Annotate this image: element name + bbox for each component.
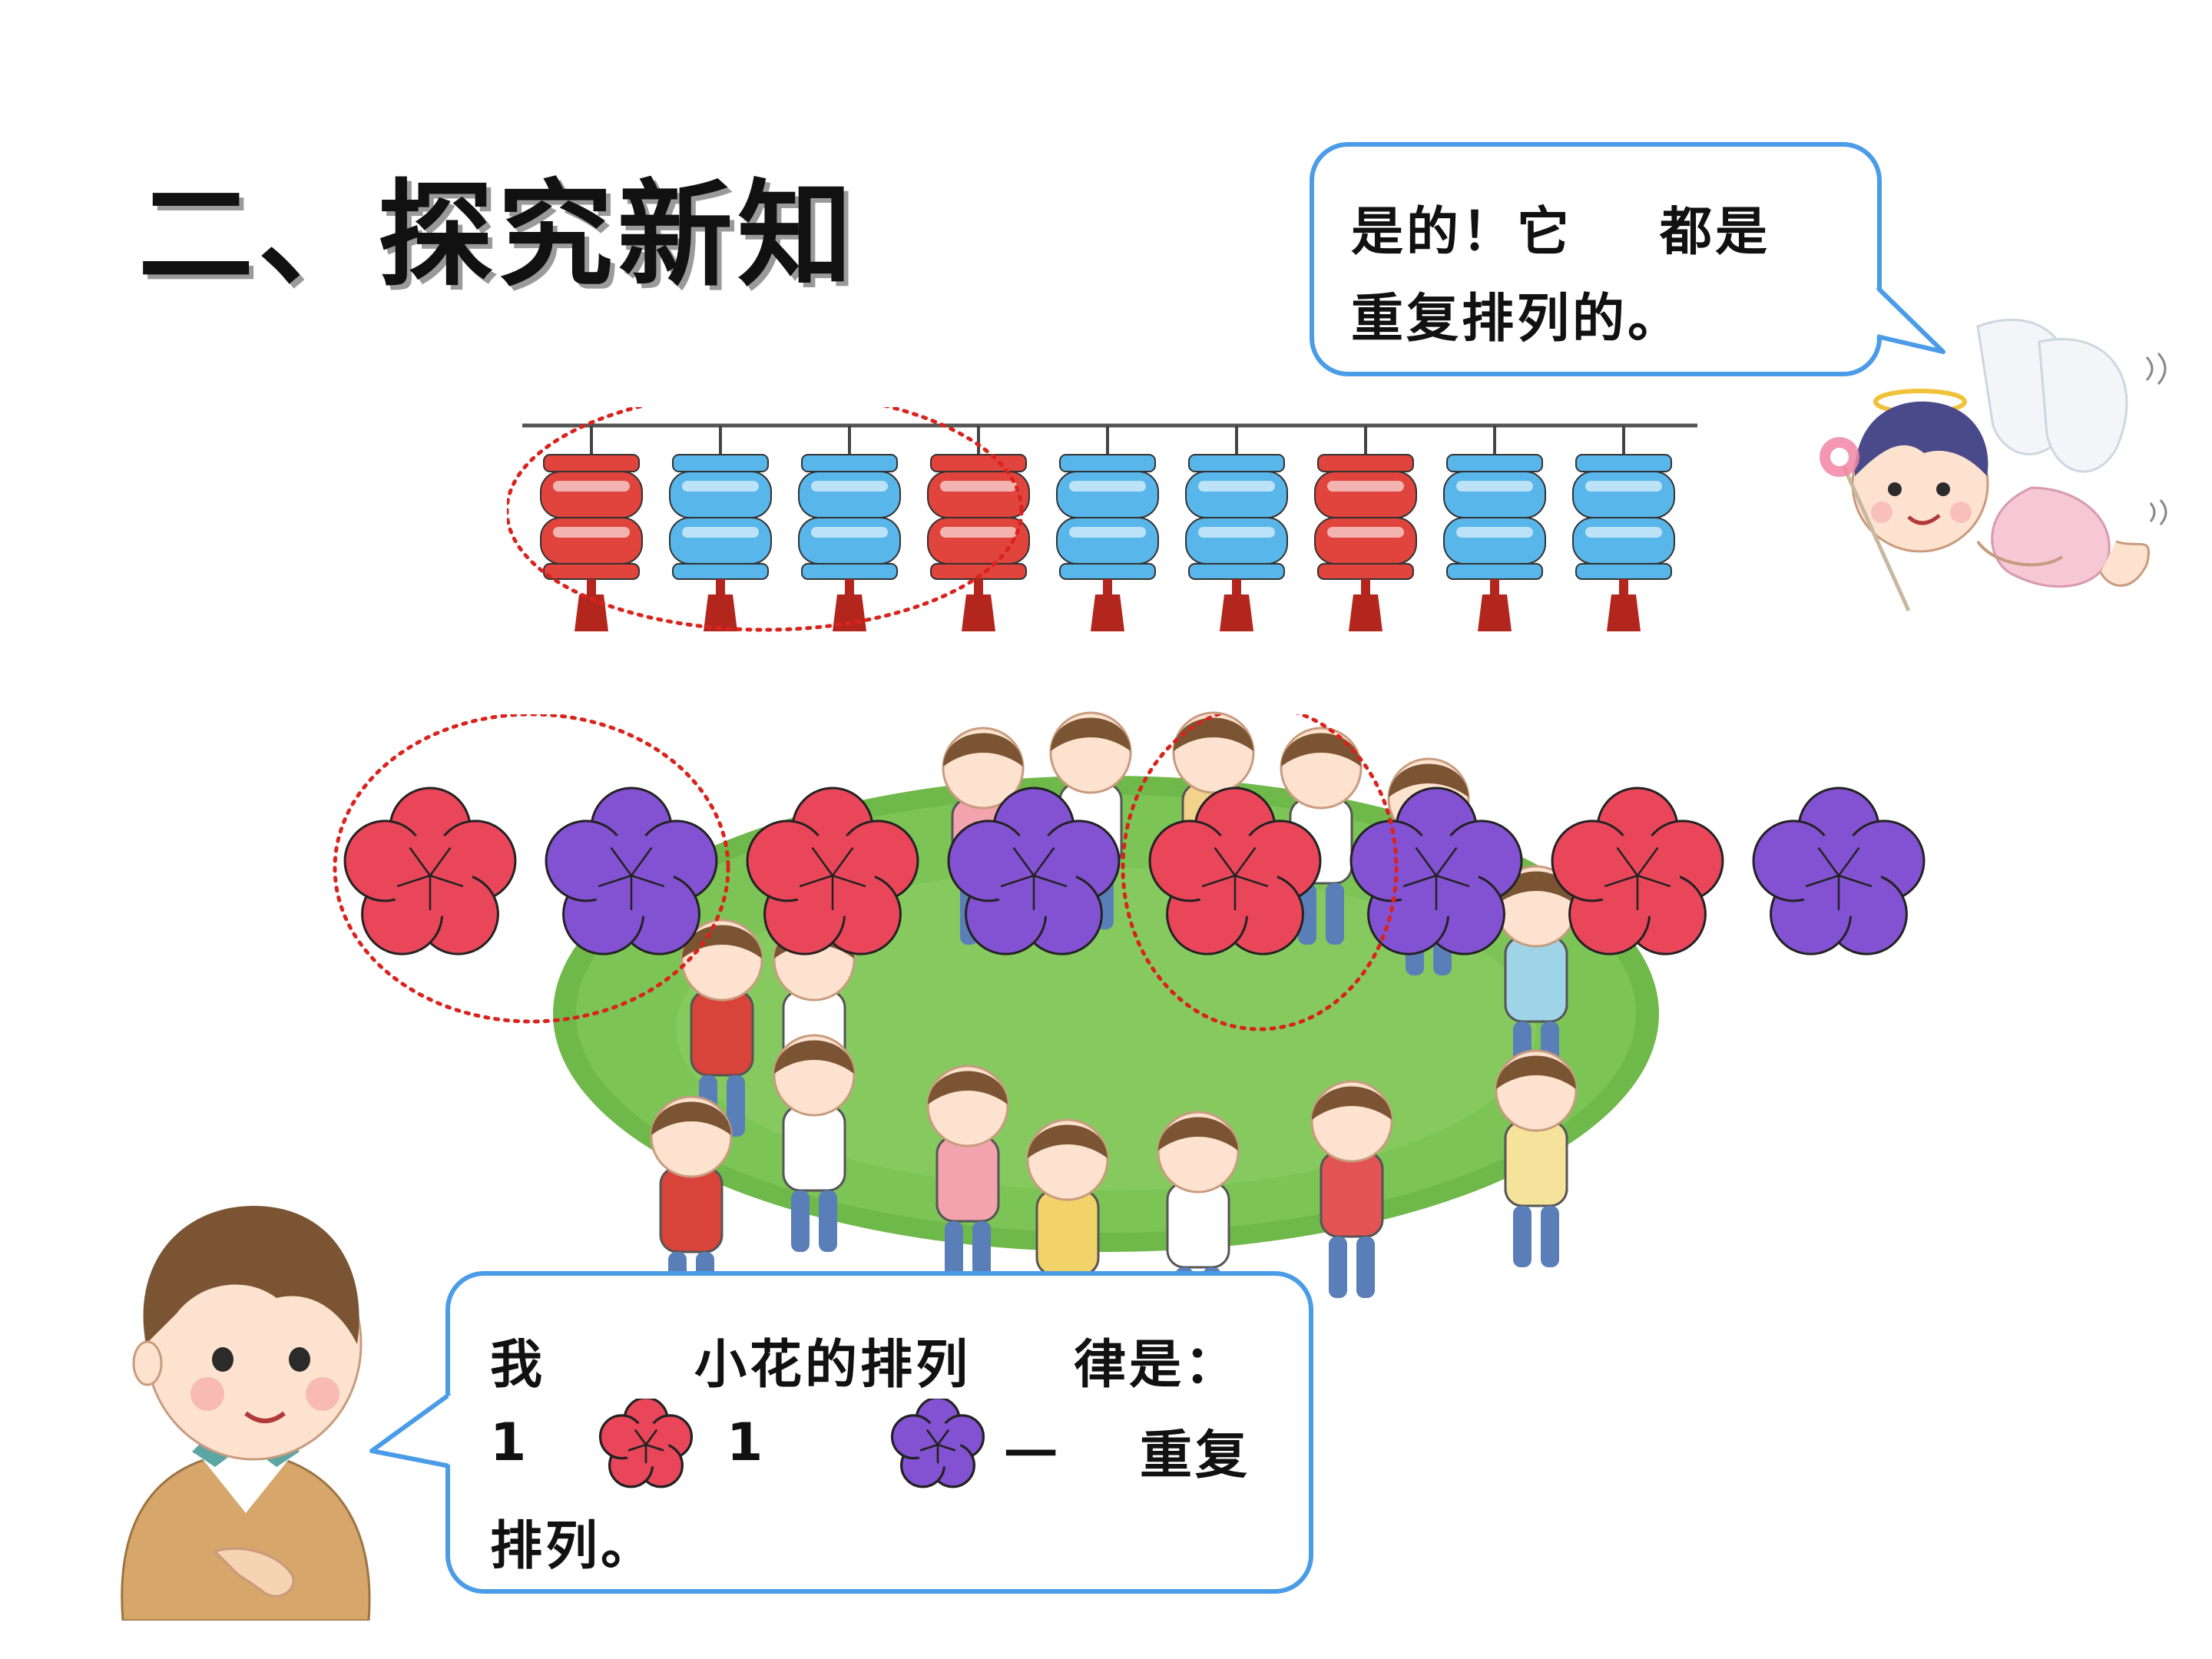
boy-bubble-line-1b: 小花的排列 [694,1335,972,1396]
flower-red [1551,786,1724,955]
fairy-bubble-line-2: 重复排列的。 [1351,289,1684,349]
flower-purple [545,786,718,955]
fairy-bubble-line-1a: 是的！它 [1351,202,1573,263]
child-figure [1495,1049,1578,1267]
lantern-blue [669,426,772,631]
child-figure [1157,1111,1240,1329]
boy-bubble-line-2c: 一 [1005,1426,1061,1486]
fairy-speech-bubble: 是的！它 都是 重复排列的。 [1310,142,1882,376]
boy-bubble-line-2b: 1 [727,1412,767,1473]
bubble-red-flower-icon [596,1396,696,1494]
boy-bubble-line-3: 排列。 [490,1516,657,1577]
flower-red [343,786,517,955]
fairy-wings [1976,318,2128,473]
flower-group-dotted-circle-2 [1121,714,1399,1031]
flower-purple [1752,786,1926,955]
boy-bubble-tail [369,1392,459,1469]
boy-bubble-line-1c: 律是： [1074,1335,1240,1396]
boy-speech-bubble: 我 小花的排列 律是： 1 1 一 重复 排列。 [445,1271,1313,1594]
lantern-blue [1056,426,1159,631]
child-figure [926,1065,1009,1283]
lantern-blue [1185,426,1288,631]
boy-bubble-line-2a: 1 [490,1412,530,1473]
boy-illustration [121,1206,371,1621]
lantern-red [540,426,643,631]
lantern-blue [798,426,901,631]
page-title: 二、探究新知 [138,169,858,303]
flower-purple [947,786,1121,955]
lantern-row [507,407,1697,632]
child-figure [680,919,763,1137]
lantern-blue [1443,426,1546,631]
fairy-bubble-line-1b: 都是 [1660,202,1771,263]
flower-red [1148,786,1322,955]
boy-bubble-line-2d: 重复 [1140,1426,1251,1486]
fairy-illustration [1820,318,2167,612]
child-figure [773,1034,856,1252]
lantern-blue [1572,426,1675,631]
bubble-purple-flower-icon [888,1396,988,1494]
flower-row [333,714,1926,1031]
flower-red [746,786,919,955]
flower-group-dotted-circle-1 [333,714,730,1024]
flower-red [598,1396,694,1488]
flower-purple [1349,786,1523,955]
lantern-group-dotted-circle [507,407,1024,632]
fairy-bubble-tail [1866,285,1945,354]
boy-bubble-line-1a: 我 [490,1335,546,1396]
flower-purple [890,1396,985,1488]
lantern-red [927,426,1030,631]
child-figure [1310,1080,1393,1298]
lantern-red [1314,426,1417,631]
fairy-wand [1837,455,1911,612]
child-figure [650,1095,733,1313]
